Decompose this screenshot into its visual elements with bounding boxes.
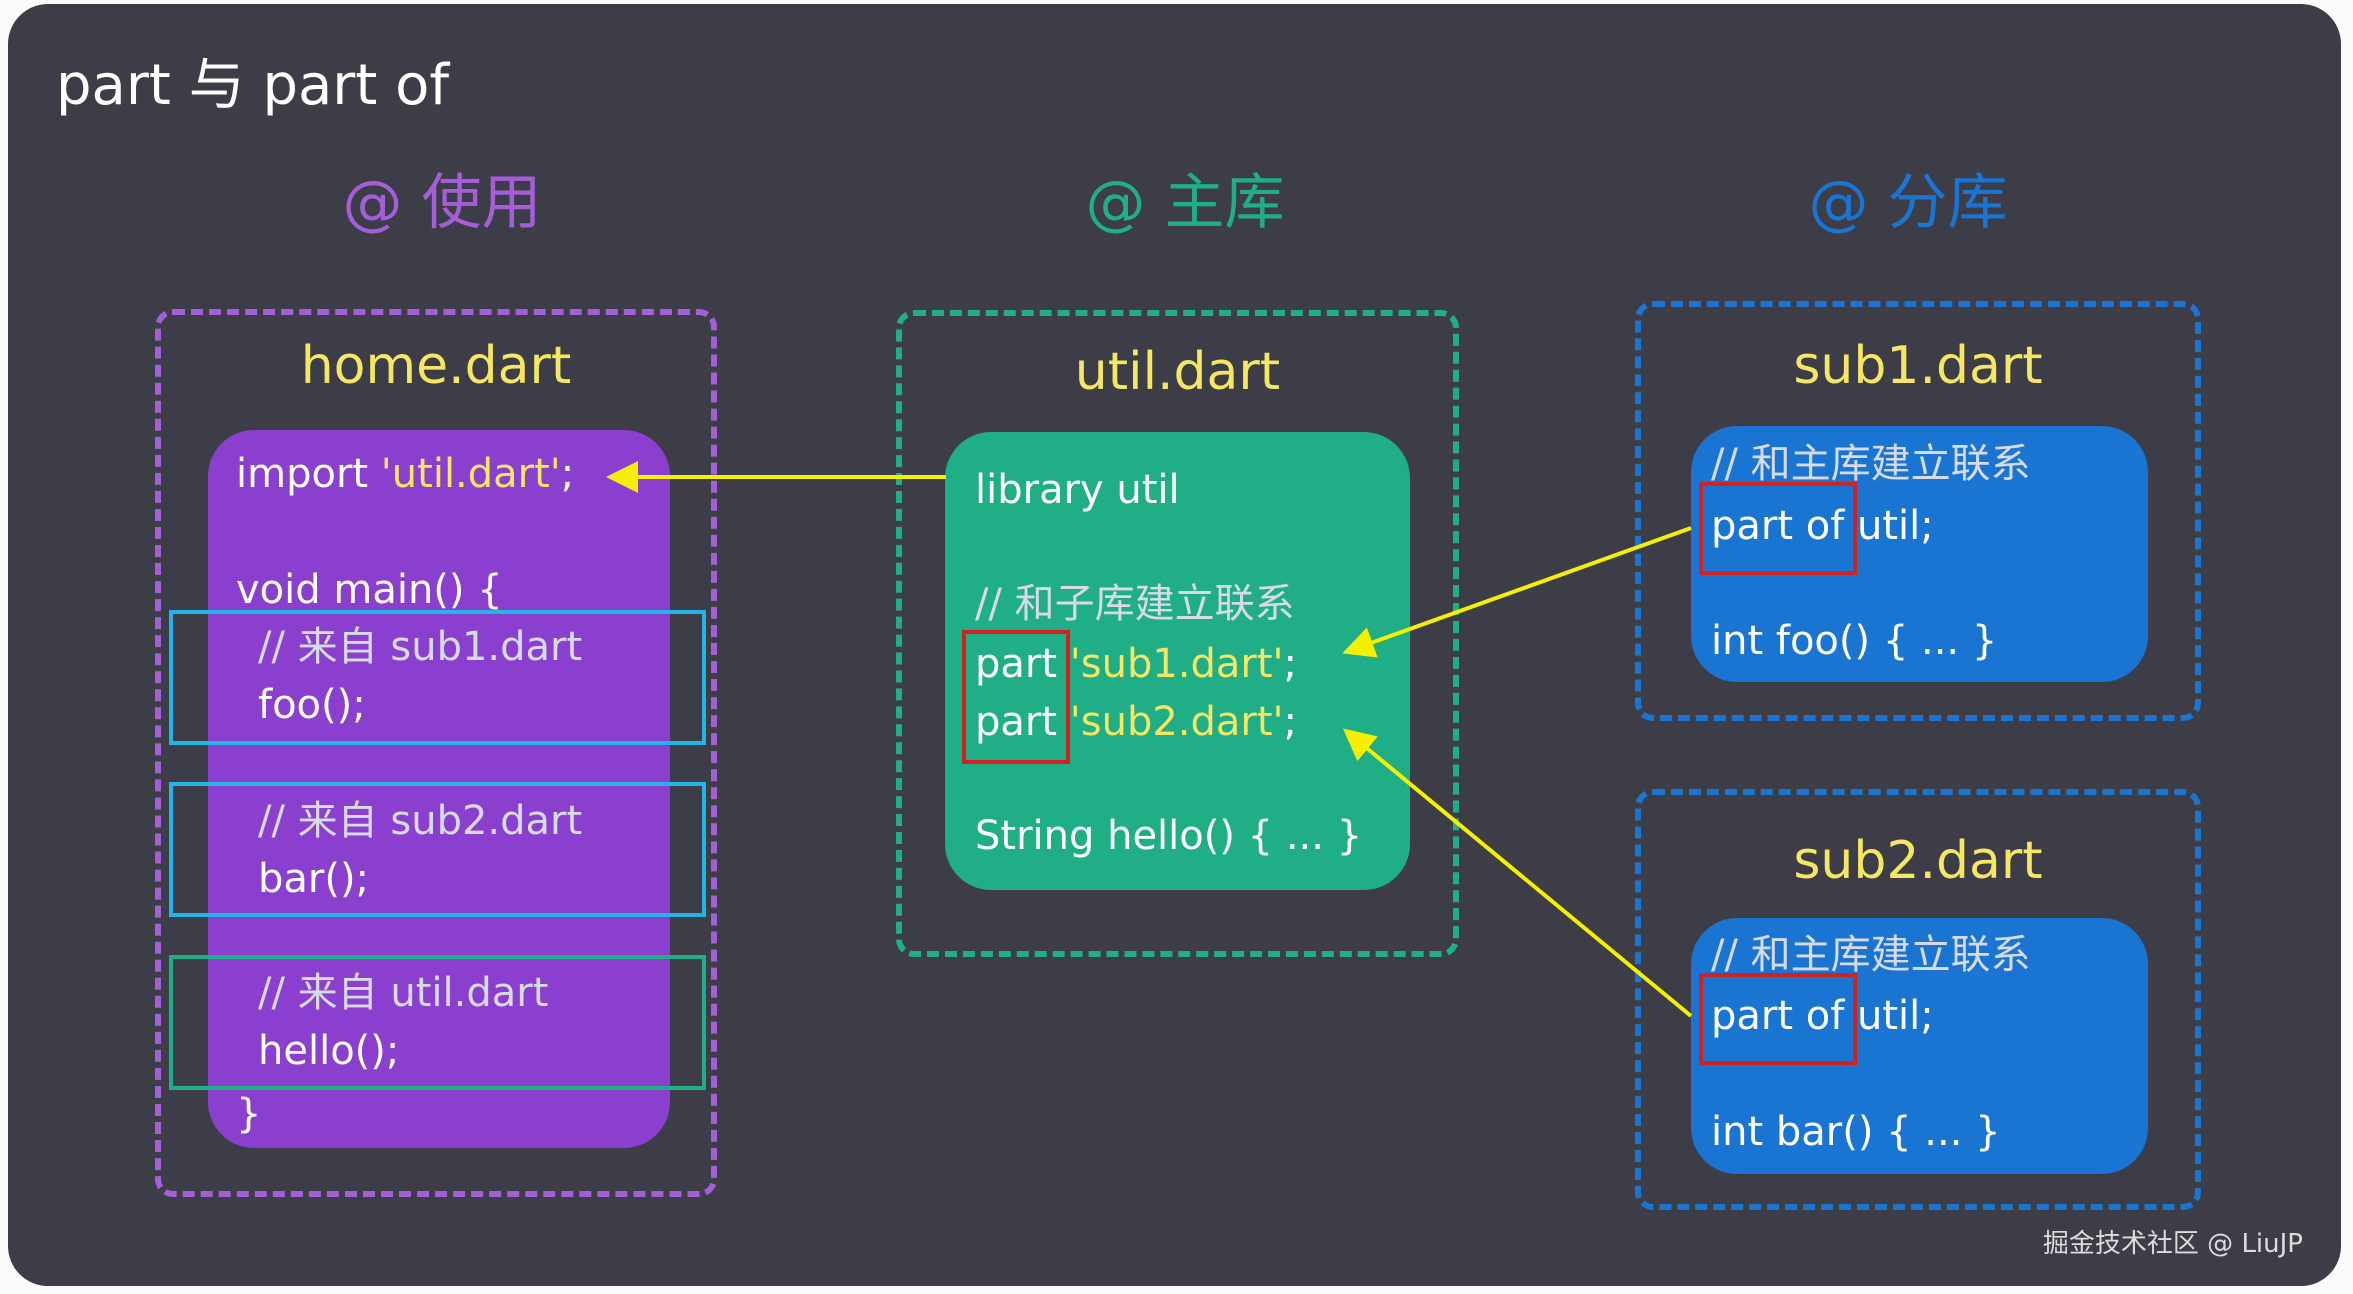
sub1-foo-function: int foo() { ... }	[1711, 618, 1998, 664]
highlight-sub1-part-of	[1699, 482, 1857, 575]
util-dart-filename: util.dart	[1074, 342, 1281, 402]
sub2-dart-filename: sub2.dart	[1793, 831, 2043, 891]
home-block3-call: hello();	[258, 1028, 400, 1074]
util-dart-card	[945, 432, 1410, 890]
highlight-sub2-part-of	[1699, 973, 1857, 1065]
util-library-line: library util	[975, 467, 1180, 513]
arrow-sub1-to-util	[1342, 526, 1692, 658]
home-dart-card	[208, 430, 670, 1148]
arrow-sub2-to-util	[1342, 728, 1693, 1018]
connection-arrows	[606, 461, 1693, 1018]
header-use: @ 使用	[342, 168, 542, 238]
home-main-signature: void main() {	[236, 567, 503, 613]
highlight-sub1-call	[169, 610, 706, 745]
sub1-dart-filename: sub1.dart	[1793, 336, 2043, 396]
slide-title: part 与 part of	[56, 53, 450, 118]
home-block2-call: bar();	[258, 856, 370, 902]
home-dart-container	[155, 309, 717, 1197]
home-dart-filename: home.dart	[300, 336, 572, 396]
home-block2-comment: // 来自 sub2.dart	[258, 798, 583, 844]
highlight-util-call	[169, 955, 706, 1090]
sub2-part-of-line: part of util;	[1711, 993, 1934, 1039]
sub2-dart-card	[1691, 918, 2148, 1174]
home-main-close: }	[236, 1091, 262, 1137]
sub2-dart-container	[1635, 789, 2201, 1210]
watermark: 掘金技术社区 @ LiuJP	[2042, 1229, 2303, 1259]
util-part1-line: part 'sub1.dart';	[975, 641, 1298, 687]
sub1-dart-card	[1691, 426, 2148, 682]
home-block1-comment: // 来自 sub1.dart	[258, 624, 583, 670]
highlight-sub2-call	[169, 782, 706, 917]
sub1-dart-container	[1635, 301, 2201, 721]
util-part2-line: part 'sub2.dart';	[975, 699, 1298, 745]
header-main: @ 主库	[1085, 168, 1285, 238]
home-import-line: import 'util.dart';	[236, 451, 575, 497]
highlight-part-keywords	[962, 630, 1070, 764]
home-block1-call: foo();	[258, 682, 366, 728]
home-block3-comment: // 来自 util.dart	[258, 970, 549, 1016]
sub2-bar-function: int bar() { ... }	[1711, 1109, 2001, 1155]
slide: part 与 part of @ 使用 @ 主库 @ 分库 home.dart …	[8, 4, 2341, 1286]
sub1-part-of-line: part of util;	[1711, 503, 1934, 549]
util-comment: // 和子库建立联系	[975, 581, 1295, 627]
sub1-comment: // 和主库建立联系	[1711, 441, 2031, 487]
util-dart-container	[896, 310, 1459, 957]
sub2-comment: // 和主库建立联系	[1711, 932, 2031, 978]
util-hello-function: String hello() { ... }	[975, 813, 1363, 859]
header-sub: @ 分库	[1808, 168, 2008, 238]
